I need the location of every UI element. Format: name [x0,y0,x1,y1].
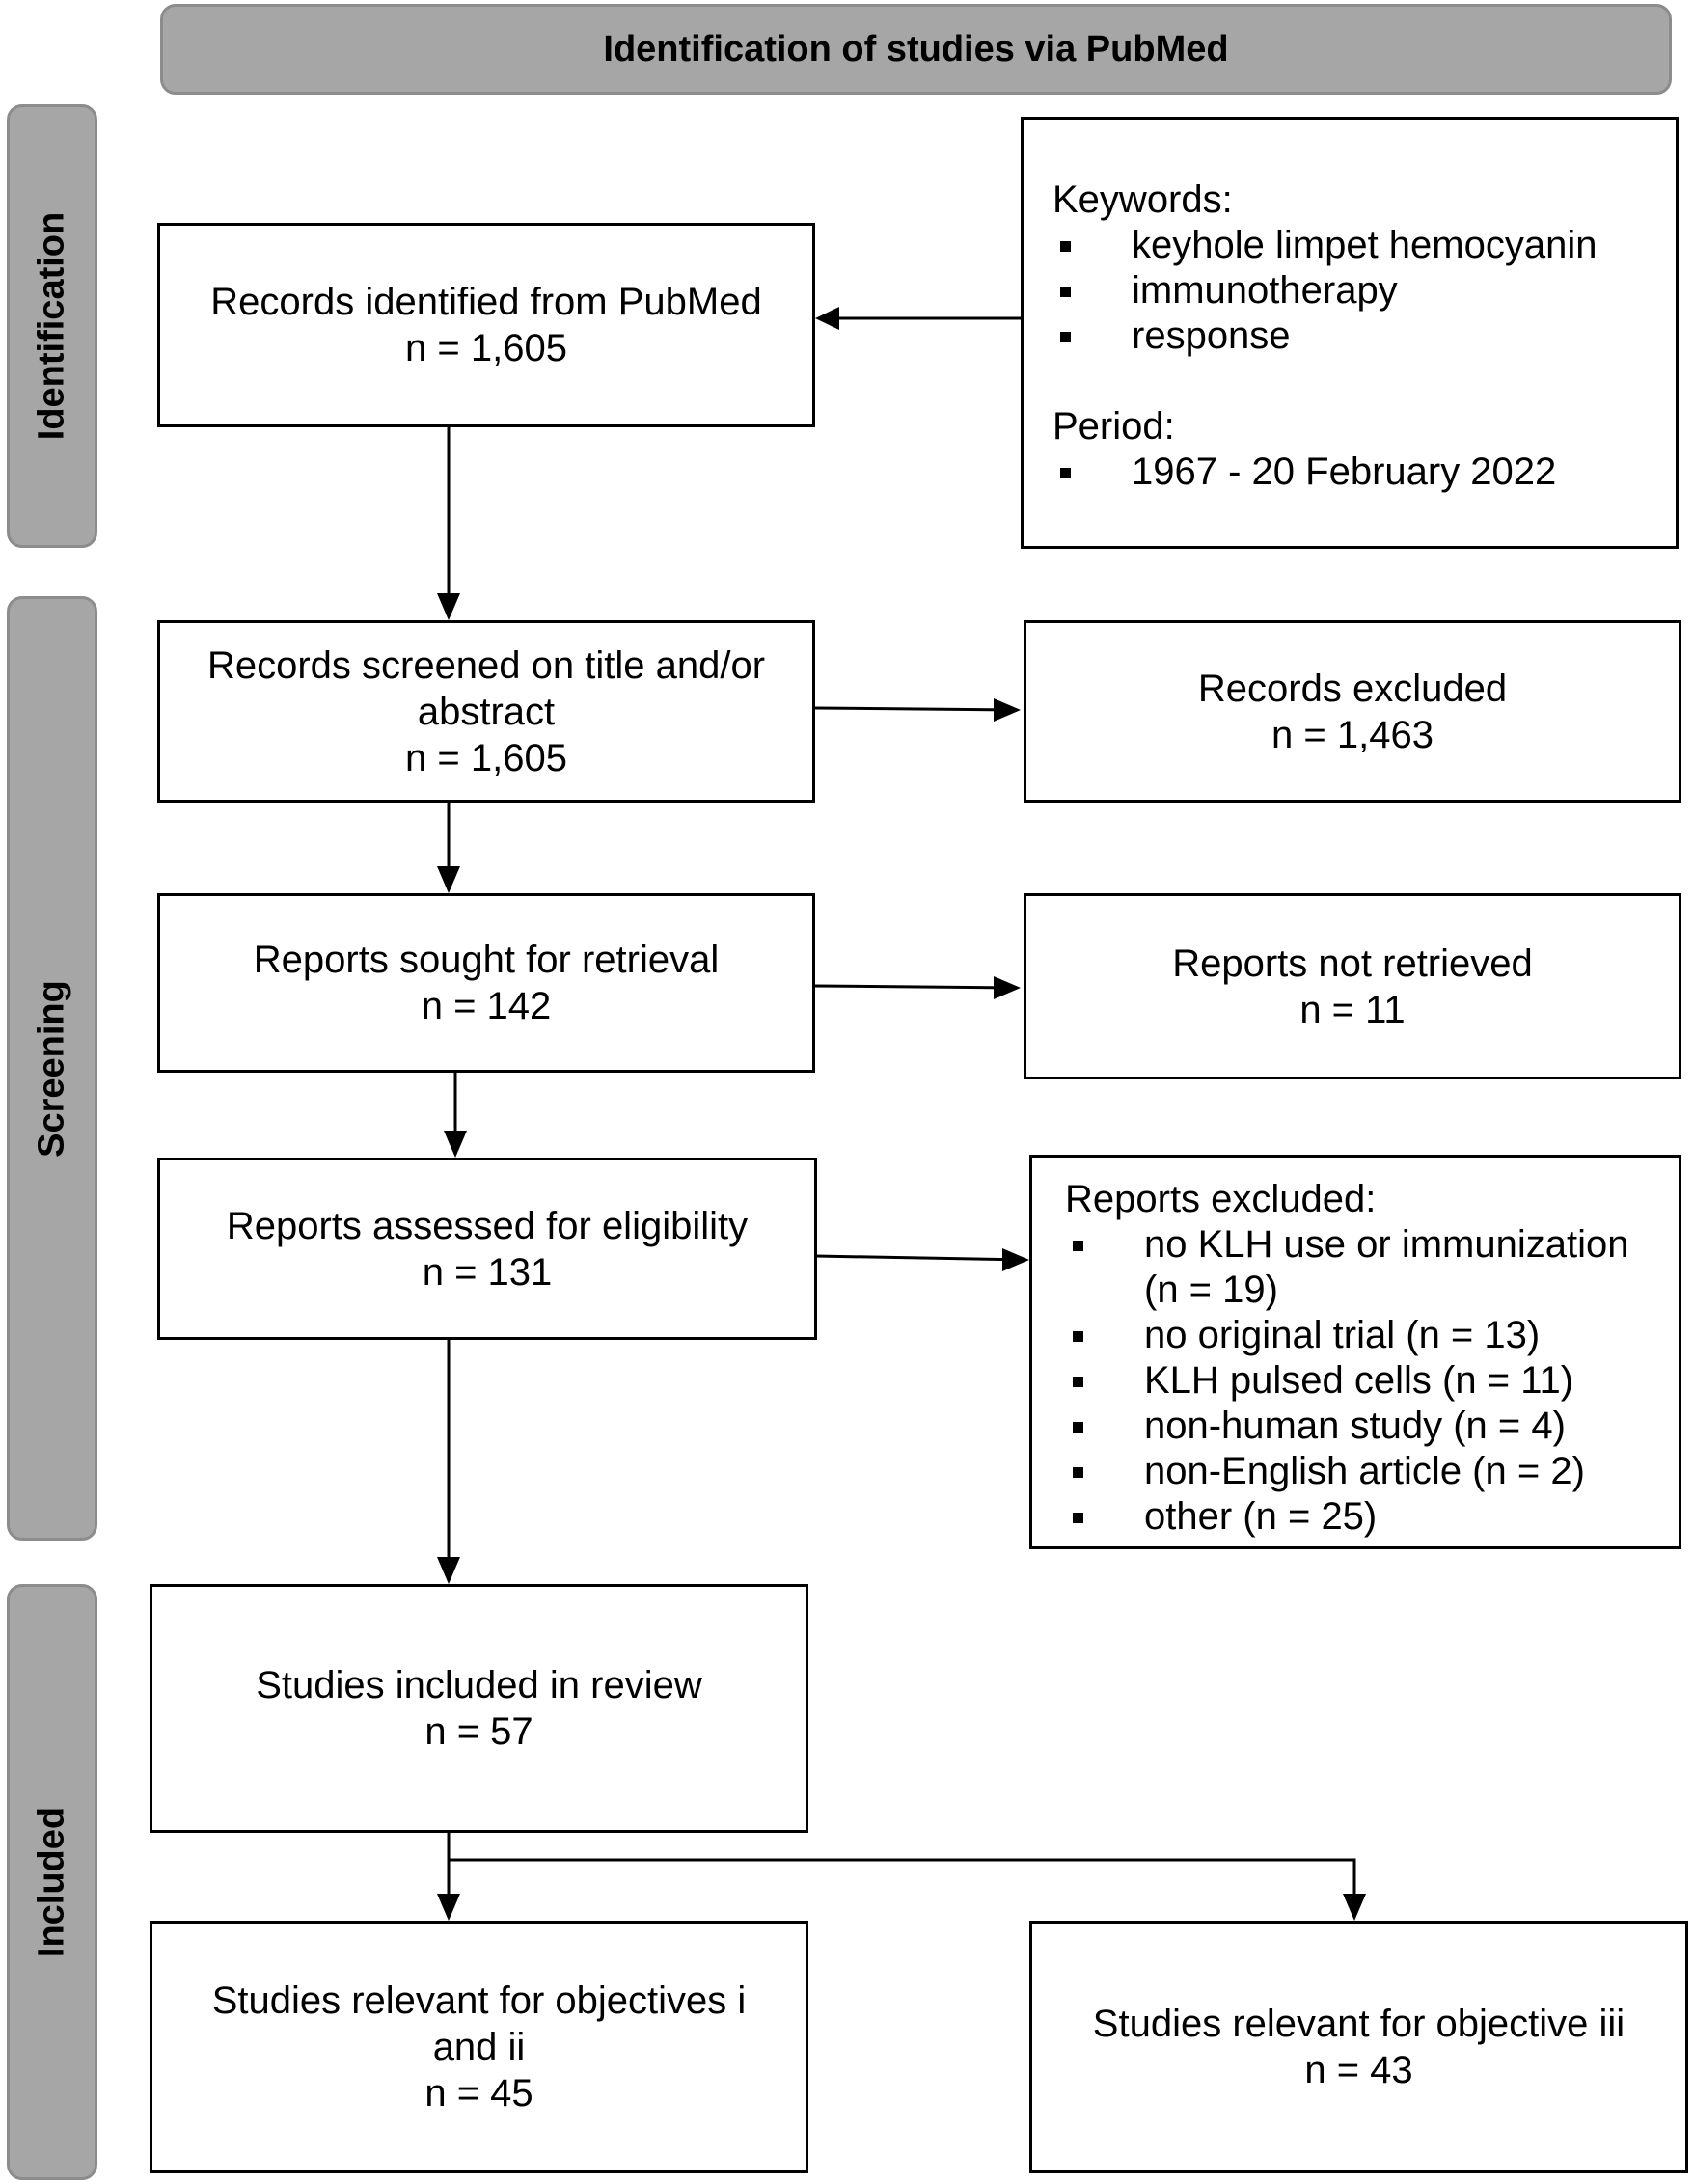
box-count: n = 1,605 [405,736,567,779]
box-reports-assessed: Reports assessed for eligibility n = 131 [157,1158,817,1340]
keywords-list: keyhole limpet hemocyanin immunotherapy … [1052,223,1647,359]
list-item: KLH pulsed cells (n = 11) [1065,1358,1669,1404]
period-label: Period: [1052,405,1175,448]
box-records-screened: Records screened on title and/or abstrac… [157,620,815,803]
box-objectives-i-ii: Studies relevant for objectives i and ii… [150,1921,808,2173]
list-item: other (n = 25) [1065,1494,1669,1540]
box-label: Records screened on title and/or abstrac… [206,643,766,733]
box-label: Reports excluded: [1065,1178,1377,1220]
box-count: n = 45 [424,2072,533,2115]
box-label: Records identified from PubMed [210,281,762,323]
exclusion-reasons-list: no KLH use or immunization (n = 19) no o… [1065,1222,1669,1540]
box-records-excluded: Records excluded n = 1,463 [1024,620,1681,803]
box-reports-not-retrieved: Reports not retrieved n = 11 [1024,893,1681,1079]
box-reports-sought: Reports sought for retrieval n = 142 [157,893,815,1073]
list-item: keyhole limpet hemocyanin [1052,223,1647,268]
arrow-screened-to-excluded [814,706,1019,712]
phase-identification: Identification [7,104,97,548]
phase-screening: Screening [7,596,97,1541]
box-label: Reports not retrieved [1172,942,1533,985]
list-item: immunotherapy [1052,268,1647,314]
arrow-included-split [447,1833,1356,1918]
box-label: Reports assessed for eligibility [226,1204,749,1247]
box-label: Studies relevant for objective iii [1092,2003,1626,2045]
box-label: Records excluded [1197,667,1508,710]
box-count: n = 43 [1304,2049,1413,2091]
box-reports-excluded: Reports excluded: no KLH use or immuniza… [1029,1155,1681,1549]
box-label: Reports sought for retrieval [253,939,720,981]
period-list: 1967 - 20 February 2022 [1052,450,1647,495]
box-records-identified: Records identified from PubMed n = 1,605 [157,223,815,427]
box-count: n = 142 [421,985,552,1027]
arrow-sought-to-not-retrieved [814,984,1019,990]
box-count: n = 57 [424,1710,533,1753]
box-label: Studies included in review [256,1664,702,1706]
box-label: Studies relevant for objectives i and ii [211,1979,747,2068]
arrow-assessed-to-excluded [814,1254,1027,1262]
box-search-criteria: Keywords: keyhole limpet hemocyanin immu… [1021,117,1679,549]
box-count: n = 11 [1299,988,1406,1031]
box-studies-included: Studies included in review n = 57 [150,1584,808,1833]
list-item: non-human study (n = 4) [1065,1404,1669,1449]
list-item: no original trial (n = 13) [1065,1313,1669,1358]
box-count: n = 1,605 [405,327,567,369]
diagram-header: Identification of studies via PubMed [160,4,1672,95]
phase-included: Included [7,1584,97,2180]
box-count: n = 1,463 [1271,713,1434,756]
box-objective-iii: Studies relevant for objective iii n = 4… [1029,1921,1688,2173]
box-count: n = 131 [422,1250,553,1294]
list-item: response [1052,314,1647,359]
list-item: 1967 - 20 February 2022 [1052,450,1647,495]
keywords-label: Keywords: [1052,178,1233,221]
list-item: no KLH use or immunization (n = 19) [1065,1222,1669,1313]
list-item: non-English article (n = 2) [1065,1449,1669,1494]
